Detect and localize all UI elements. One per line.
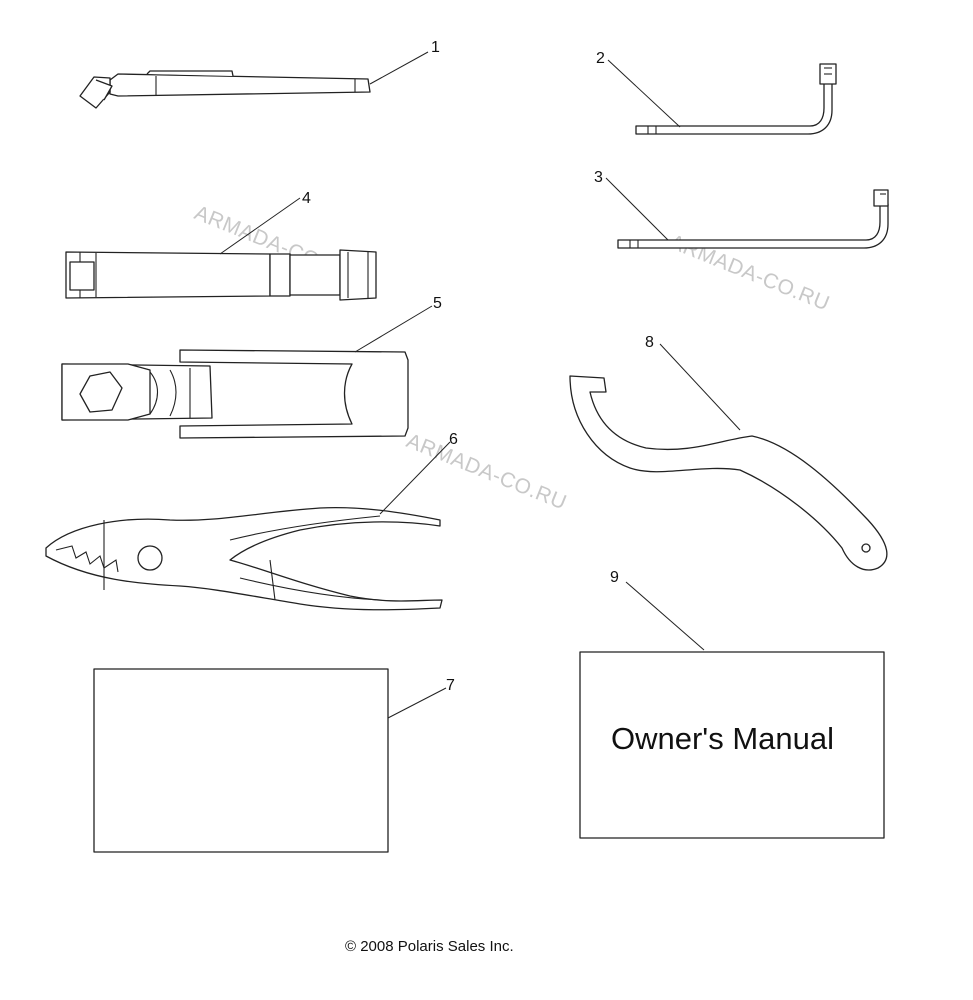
part-4-socket-bar bbox=[65, 249, 377, 301]
leader-9 bbox=[625, 581, 705, 651]
part-1-probe-tool bbox=[79, 70, 371, 109]
leader-1 bbox=[369, 51, 429, 85]
callout-8: 8 bbox=[645, 334, 654, 351]
leader-6 bbox=[379, 441, 451, 515]
part-6-pliers bbox=[45, 506, 443, 611]
part-2-hex-key-short bbox=[635, 63, 837, 135]
watermark-3: ARMADA-CO.RU bbox=[403, 429, 570, 514]
leader-8 bbox=[659, 343, 741, 431]
callout-4: 4 bbox=[302, 190, 311, 207]
copyright-text: © 2008 Polaris Sales Inc. bbox=[345, 938, 514, 955]
manual-title: Owner's Manual bbox=[611, 721, 834, 756]
callout-5: 5 bbox=[433, 295, 442, 312]
leader-5 bbox=[354, 305, 433, 353]
part-3-hex-key-long bbox=[617, 189, 889, 249]
callout-7: 7 bbox=[446, 677, 455, 694]
part-7-card bbox=[93, 668, 389, 853]
callout-6: 6 bbox=[449, 431, 458, 448]
leader-2 bbox=[607, 59, 681, 128]
leader-4 bbox=[219, 197, 301, 255]
part-9-owners-manual bbox=[579, 651, 885, 839]
callout-2: 2 bbox=[596, 50, 605, 67]
callout-9: 9 bbox=[610, 569, 619, 586]
part-8-hook-spanner bbox=[569, 375, 888, 571]
leader-7 bbox=[387, 687, 447, 719]
part-5-spanner-holder bbox=[61, 349, 409, 439]
callout-3: 3 bbox=[594, 169, 603, 186]
callout-1: 1 bbox=[431, 39, 440, 56]
leader-3 bbox=[605, 177, 669, 241]
